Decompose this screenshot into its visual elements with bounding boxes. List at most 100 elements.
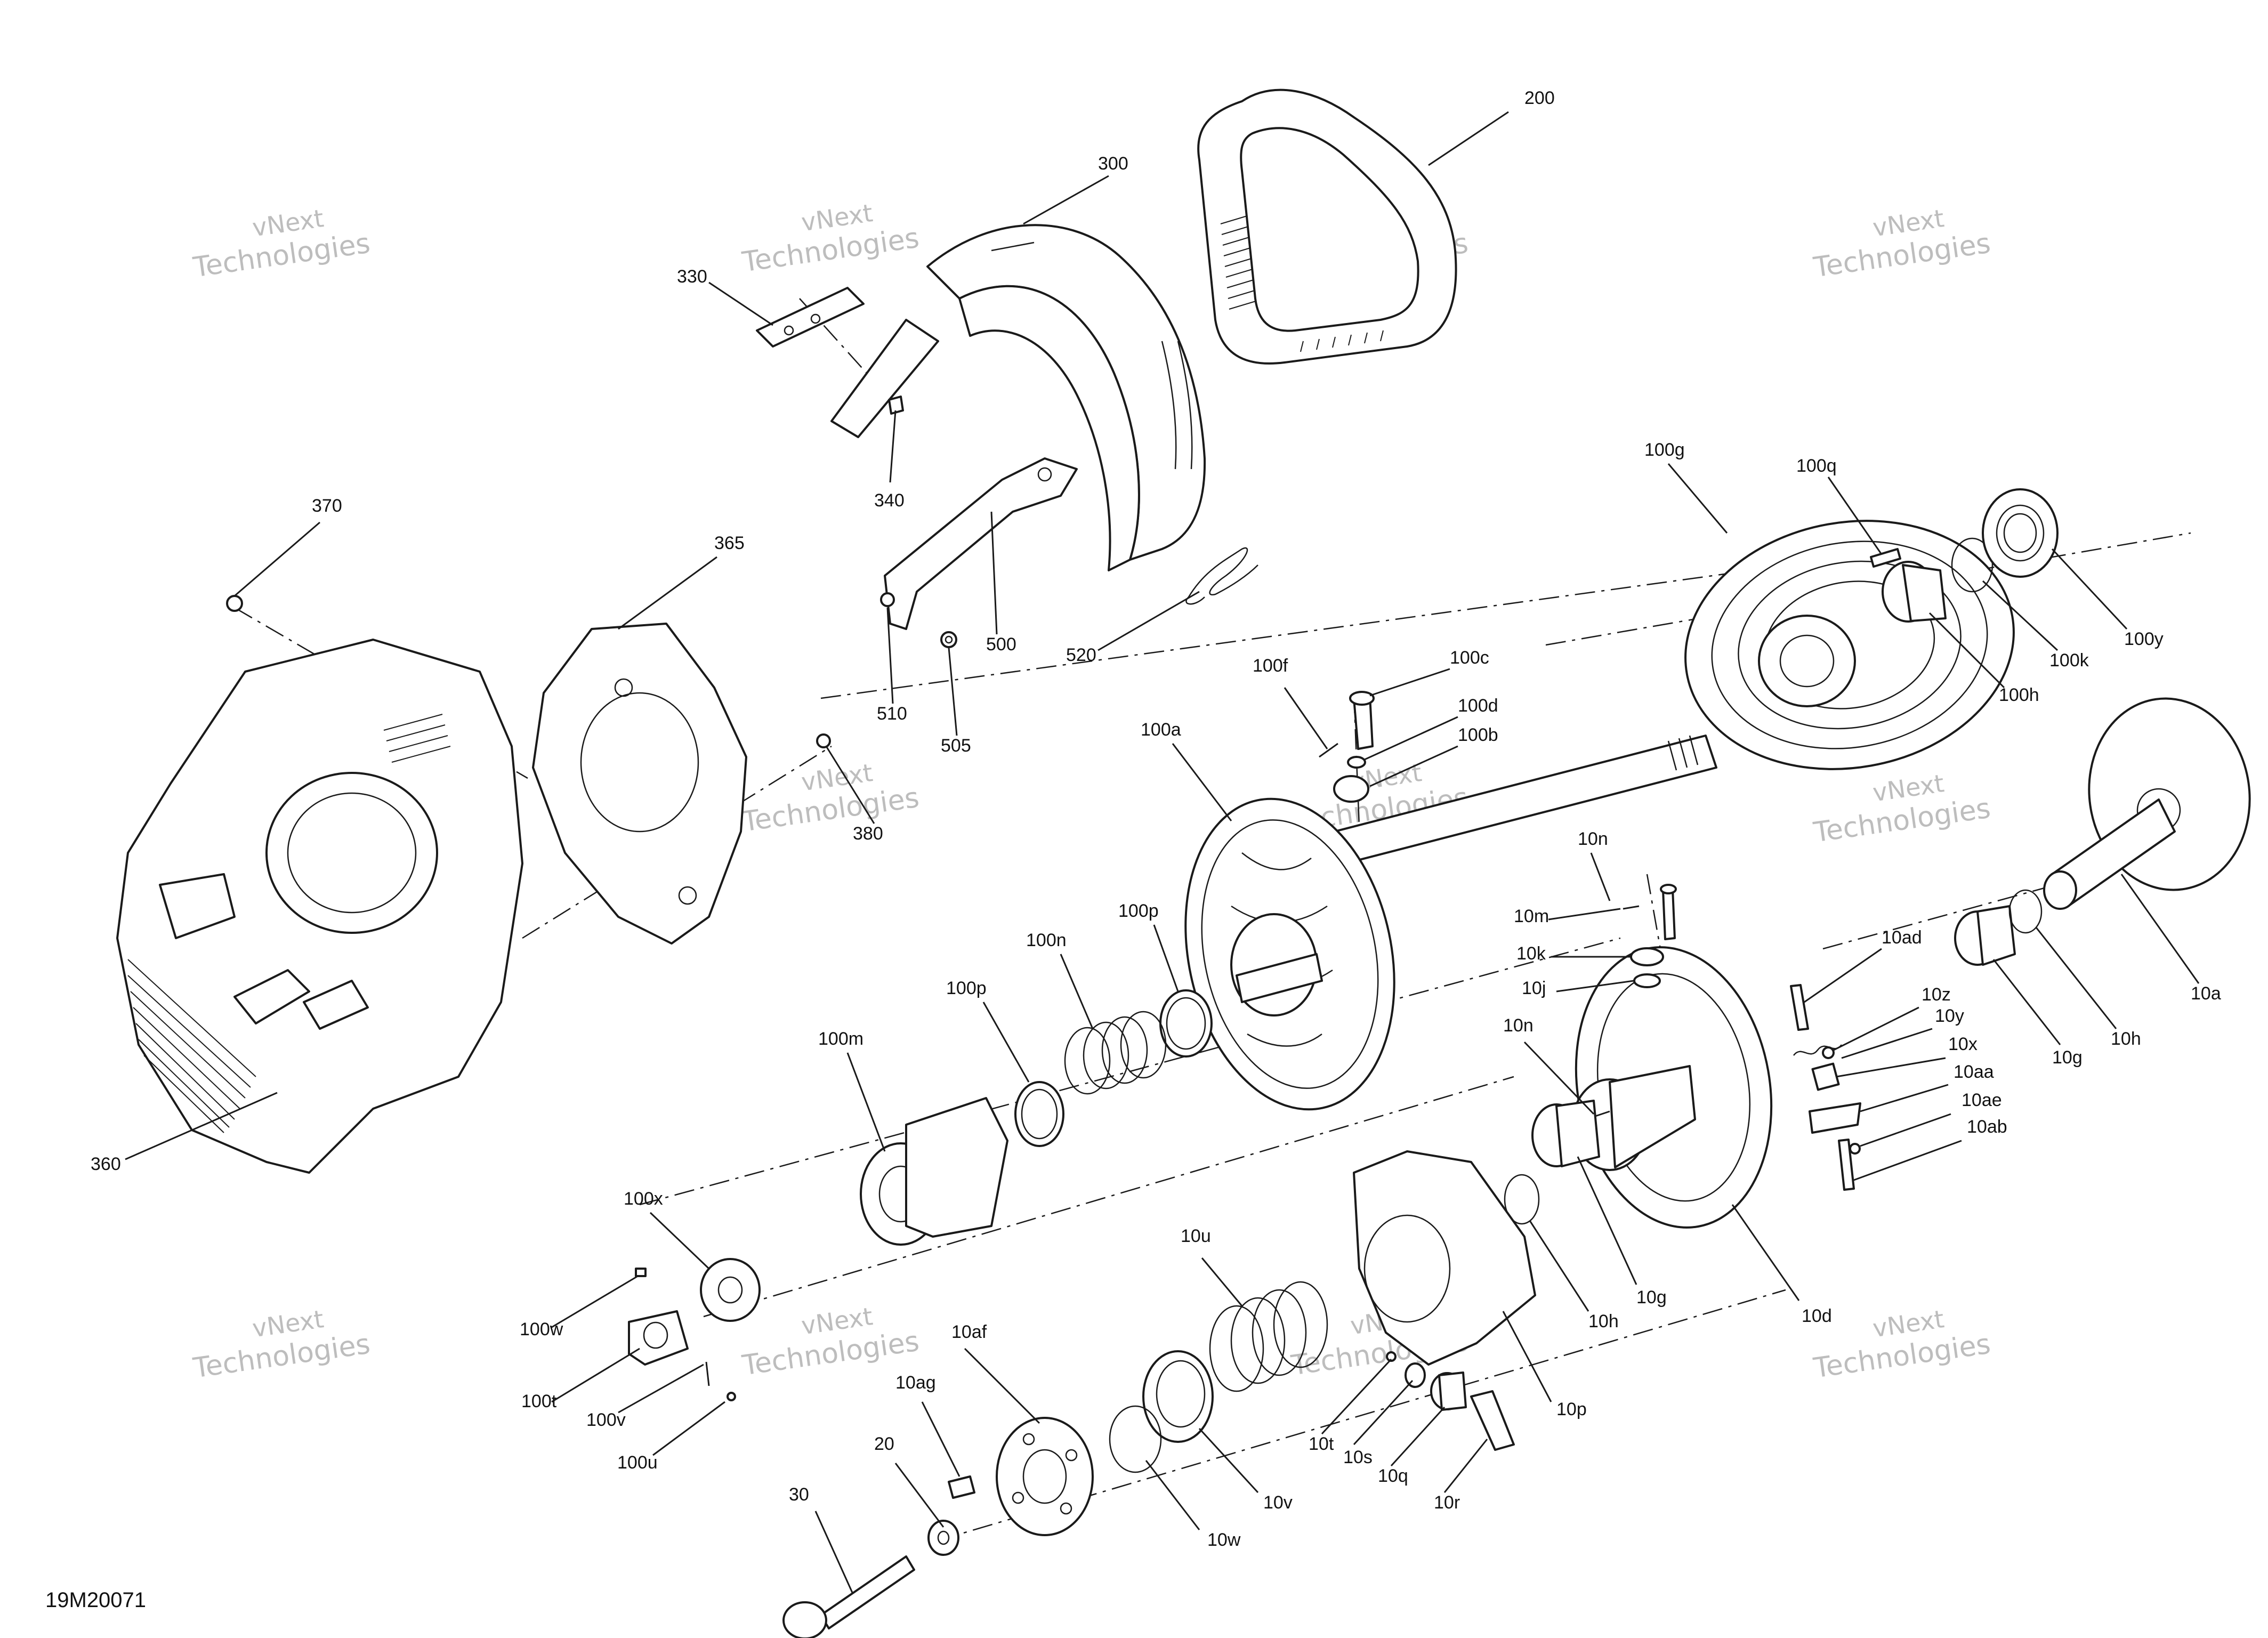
leader-line — [1860, 1084, 1949, 1112]
callout-label: 10h — [1588, 1311, 1619, 1332]
bearing-100y — [1982, 488, 2059, 578]
leader-line — [1833, 1006, 1919, 1051]
callout-label: 100g — [1644, 440, 1685, 460]
callout-label: 100u — [617, 1453, 658, 1473]
spring-10u — [1209, 1281, 1328, 1392]
bushing-10g-lower — [1531, 1100, 1600, 1167]
leader-line — [1198, 1427, 1259, 1494]
callout-label: 10p — [1556, 1399, 1587, 1419]
leader-line — [1023, 175, 1109, 225]
callout-leaders — [125, 111, 2200, 1594]
leader-line — [1928, 612, 2005, 689]
washer-100d — [1347, 756, 1366, 769]
leader-line — [1369, 745, 1458, 787]
cam-10p — [1353, 1150, 1536, 1366]
leader-line — [1364, 716, 1458, 761]
callout-label: 300 — [1098, 154, 1128, 174]
leader-line — [1827, 477, 1883, 555]
pin-10m — [1623, 905, 1640, 910]
callout-label: 10s — [1343, 1447, 1373, 1467]
leader-line — [1548, 908, 1621, 921]
callout-label: 10af — [951, 1322, 987, 1342]
callout-label: 380 — [853, 824, 883, 844]
leader-line — [990, 511, 998, 635]
callout-label: 30 — [789, 1484, 809, 1505]
spring-10y — [1793, 1044, 1842, 1056]
callout-label: 100p — [946, 978, 987, 998]
callout-label: 200 — [1524, 88, 1555, 108]
callout-label: 100y — [2124, 629, 2164, 649]
leader-line — [1529, 1220, 1589, 1312]
leader-line — [1731, 1204, 1800, 1301]
fastener-340 — [888, 396, 904, 415]
leader-line — [1145, 1460, 1200, 1530]
callout-label: 10ad — [1882, 927, 1922, 948]
pin-10ad — [1790, 984, 1809, 1031]
callout-label: 10k — [1516, 943, 1546, 964]
callout-label: 10u — [1181, 1226, 1211, 1246]
callout-label: 100x — [624, 1189, 663, 1209]
leader-line — [1369, 668, 1450, 697]
spring-seat-10v — [1142, 1350, 1214, 1443]
driven-movable-sheave-10d — [1571, 946, 1773, 1229]
pin-100v — [705, 1361, 710, 1386]
callout-label: 10ab — [1967, 1117, 2007, 1137]
ring-10w — [1109, 1405, 1162, 1473]
leader-line — [964, 1347, 1040, 1424]
nut-505 — [940, 631, 957, 648]
callout-label: 10r — [1434, 1492, 1460, 1513]
callout-label: 10x — [1948, 1034, 1978, 1054]
bushing-100h — [1882, 561, 1947, 623]
inner-cover-365 — [532, 623, 747, 945]
spider-100m — [860, 1097, 1008, 1246]
callout-label: 100w — [520, 1319, 563, 1340]
spring-100n — [1064, 1011, 1167, 1095]
callout-label: 10g — [2052, 1047, 2083, 1068]
washer-10s — [1405, 1362, 1426, 1388]
pin-10n-lower — [1593, 1110, 1610, 1118]
leader-line — [894, 1463, 945, 1528]
callout-label: 10t — [1309, 1434, 1334, 1454]
leader-line — [1841, 1028, 1933, 1059]
driven-fixed-sheave-10a — [2043, 697, 2251, 910]
callout-label: 365 — [714, 533, 745, 553]
washer-100x — [700, 1258, 761, 1322]
callout-label: 10ag — [895, 1373, 936, 1393]
callout-label: 330 — [677, 267, 707, 287]
screw-10n-upper — [1660, 884, 1677, 940]
pin-100f — [1319, 743, 1338, 758]
callout-label: 10q — [1378, 1466, 1408, 1486]
roller-10k — [1630, 947, 1664, 966]
callout-label: 505 — [941, 736, 971, 756]
callout-label: 100a — [1141, 720, 1181, 740]
callout-label: 360 — [91, 1154, 121, 1174]
pin-10r — [1470, 1390, 1515, 1451]
leader-line — [1523, 1041, 1595, 1115]
leader-line — [234, 521, 320, 597]
callout-label: 100k — [2049, 650, 2089, 671]
leader-line — [1852, 1140, 1962, 1182]
movable-sheave-100a — [1184, 797, 1395, 1111]
leader-line — [1502, 1311, 1552, 1402]
callout-label: 10n — [1578, 829, 1608, 849]
block-10x — [1811, 1062, 1840, 1091]
callout-label: 20 — [874, 1434, 894, 1454]
housing-vents — [127, 959, 256, 1133]
washer-10j — [1633, 973, 1661, 988]
leader-line — [649, 1212, 710, 1270]
leader-line — [1201, 1257, 1243, 1306]
callout-label: 10y — [1935, 1006, 1964, 1026]
callout-label: 370 — [312, 496, 342, 516]
leader-line — [1353, 1379, 1414, 1446]
leader-line — [551, 1347, 640, 1403]
leader-line — [551, 1276, 637, 1328]
bushing-10g-upper — [1954, 905, 2016, 966]
roller-100b — [1333, 775, 1369, 803]
callout-label: 10j — [1522, 978, 1546, 998]
leader-line — [1443, 1439, 1488, 1493]
callout-label: 100f — [1253, 656, 1288, 676]
screw-100w — [635, 1268, 647, 1277]
